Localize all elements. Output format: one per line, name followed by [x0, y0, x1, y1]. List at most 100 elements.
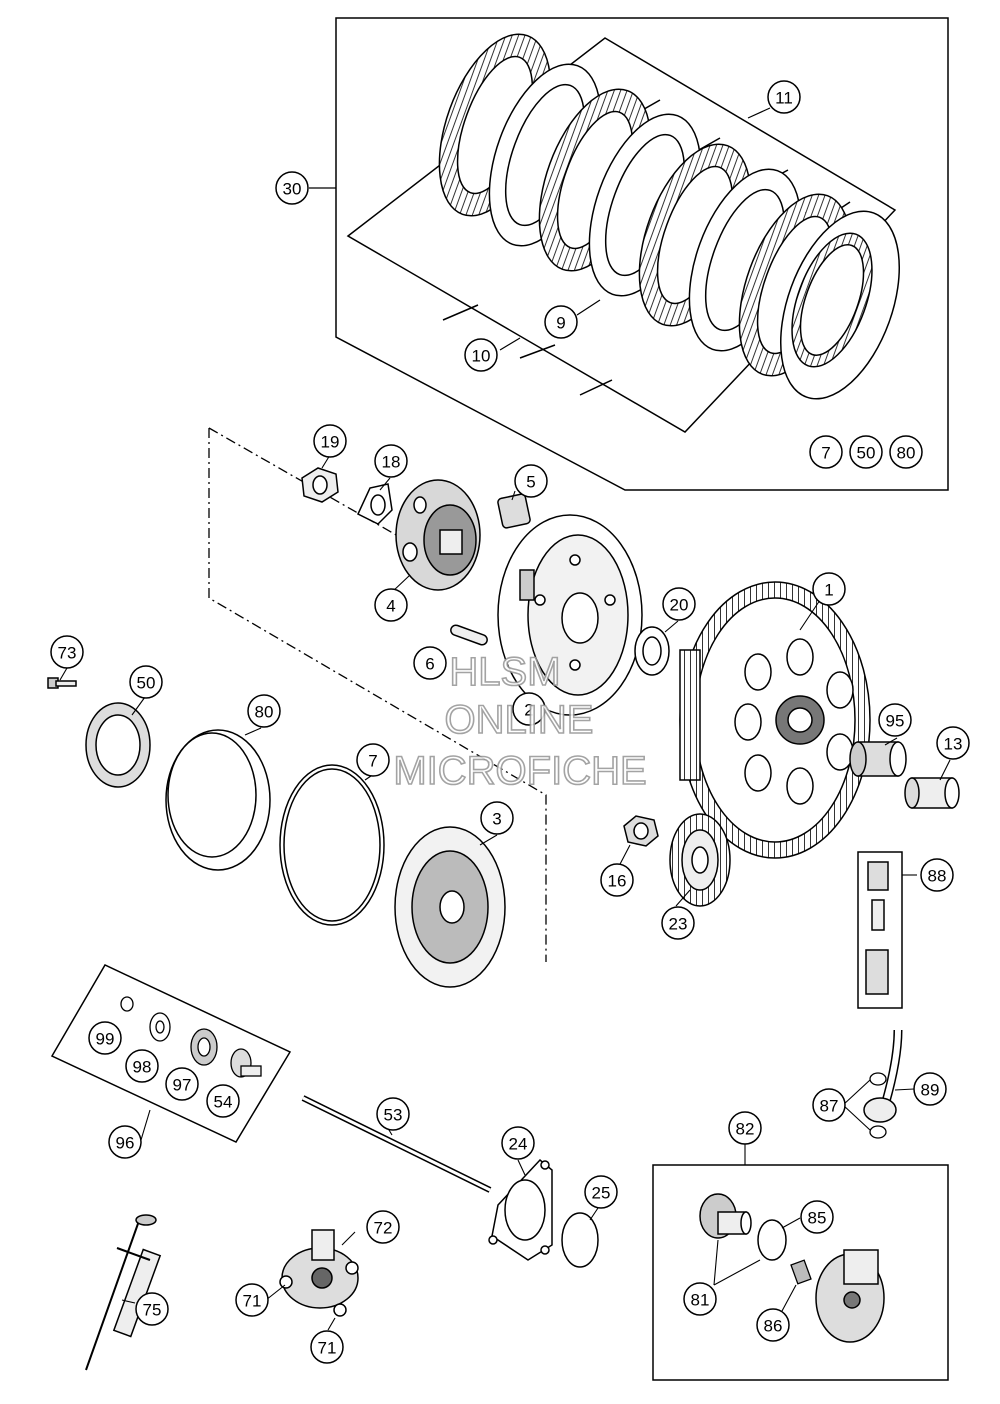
callout-c13: 13: [936, 726, 970, 760]
watermark-line-3: MICROFICHE: [393, 749, 646, 793]
part-72-slave-cylinder: [279, 1229, 359, 1317]
callout-circle: [206, 1084, 240, 1118]
callout-c53: 53: [376, 1097, 410, 1131]
callout-number: 80: [897, 444, 916, 463]
callout-number: 23: [669, 915, 688, 934]
callout-number: 5: [526, 473, 535, 492]
callout-circle: [129, 665, 163, 699]
callout-c16: 16: [600, 863, 634, 897]
callout-c71a: 71: [235, 1283, 269, 1317]
callout-number: 3: [492, 810, 501, 829]
callout-c6: 6: [413, 646, 447, 680]
part-99-circlip: [120, 996, 134, 1012]
callout-c1: 1: [812, 572, 846, 606]
callout-c99: 99: [88, 1021, 122, 1055]
steel-plate-last: [779, 210, 901, 400]
callout-c2: 2: [512, 692, 546, 726]
callout-c20: 20: [662, 587, 696, 621]
part-54-pressure-piece: [230, 1048, 262, 1078]
part-73-bolt: [47, 677, 77, 689]
callout-circle: [374, 444, 408, 478]
watermark-line-2: ONLINE: [445, 698, 594, 742]
callout-c3: 3: [480, 801, 514, 835]
part-87-washers: [869, 1072, 887, 1139]
callout-circle: [661, 906, 695, 940]
callout-number: 54: [214, 1093, 233, 1112]
callout-number: 24: [509, 1135, 528, 1154]
callout-circle: [878, 703, 912, 737]
callout-c80: 80: [889, 435, 923, 469]
callout-c95: 95: [878, 703, 912, 737]
callout-c71b: 71: [310, 1330, 344, 1364]
callout-circle: [413, 646, 447, 680]
callout-circle: [728, 1111, 762, 1145]
callout-number: 75: [143, 1301, 162, 1320]
part-97-needle-bearing: [190, 1028, 218, 1066]
callout-circle: [374, 588, 408, 622]
callout-circle: [756, 1308, 790, 1342]
callout-number: 87: [820, 1097, 839, 1116]
part-4-inner-hub: [395, 479, 481, 591]
part-98-washer: [149, 1012, 171, 1042]
callout-c4: 4: [374, 588, 408, 622]
callout-number: 16: [608, 872, 627, 891]
part-80-pressure-washer: [165, 729, 271, 871]
callout-circle: [683, 1282, 717, 1316]
callout-circle: [125, 1049, 159, 1083]
callout-number: 71: [318, 1339, 337, 1358]
callout-circle: [920, 858, 954, 892]
callout-number: 9: [556, 314, 565, 333]
callout-c80b: 80: [247, 694, 281, 728]
callout-number: 4: [386, 597, 395, 616]
leader-lines-kit: [309, 107, 771, 351]
callout-c11: 11: [767, 80, 801, 114]
callout-c25: 25: [584, 1175, 618, 1209]
callout-number: 86: [764, 1317, 783, 1336]
callout-c75: 75: [135, 1292, 169, 1326]
callout-circle: [464, 338, 498, 372]
callout-circle: [812, 1088, 846, 1122]
callout-circle: [512, 692, 546, 726]
callout-number: 72: [374, 1219, 393, 1238]
callout-c87: 87: [812, 1088, 846, 1122]
callout-circle: [50, 635, 84, 669]
callout-number: 7: [368, 752, 377, 771]
part-25-o-ring: [561, 1212, 599, 1268]
callout-circle: [936, 726, 970, 760]
callout-circle: [889, 435, 923, 469]
part-2-clutch-hub: [497, 514, 643, 716]
callout-circle: [135, 1292, 169, 1326]
callout-circle: [376, 1097, 410, 1131]
part-85-o-ring: [757, 1219, 787, 1261]
callout-number: 20: [670, 596, 689, 615]
callout-c88: 88: [920, 858, 954, 892]
callout-circle: [662, 587, 696, 621]
callout-circle: [247, 694, 281, 728]
callout-number: 1: [824, 581, 833, 600]
callout-c7b: 7: [356, 743, 390, 777]
callout-circle: [812, 572, 846, 606]
callout-c81: 81: [683, 1282, 717, 1316]
callout-c72: 72: [366, 1210, 400, 1244]
callout-number: 18: [382, 453, 401, 472]
callout-circle: [88, 1021, 122, 1055]
callout-c18: 18: [374, 444, 408, 478]
part-24-gasket: [488, 1158, 553, 1261]
callout-number: 13: [944, 735, 963, 754]
part-18-lock-washer: [357, 483, 393, 525]
callout-circle: [235, 1283, 269, 1317]
callout-number: 98: [133, 1058, 152, 1077]
callout-circle: [584, 1175, 618, 1209]
callout-c82: 82: [728, 1111, 762, 1145]
part-16-nut: [623, 815, 659, 847]
callout-number: 10: [472, 347, 491, 366]
callout-layer: 1234567791011131618192023242530505053547…: [50, 80, 970, 1364]
watermark-line-1: HLSM: [449, 650, 560, 694]
callout-number: 85: [808, 1209, 827, 1228]
part-75-grease-syringe: [85, 1214, 162, 1371]
callout-c86: 86: [756, 1308, 790, 1342]
callout-c19: 19: [313, 424, 347, 458]
callout-number: 81: [691, 1291, 710, 1310]
callout-number: 50: [137, 674, 156, 693]
